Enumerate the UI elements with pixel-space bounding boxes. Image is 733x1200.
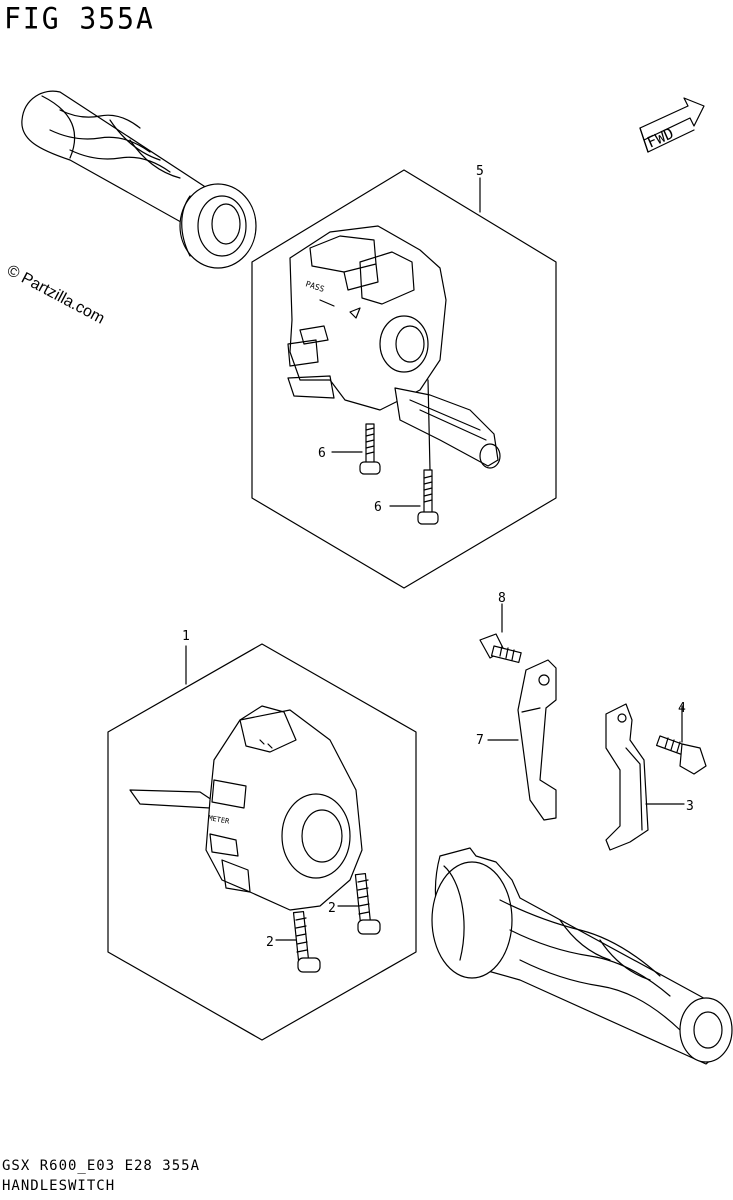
right-grip (431, 847, 733, 1065)
callout-2b: 2 (328, 901, 336, 916)
callout-4: 4 (678, 701, 686, 716)
screw-6b (389, 469, 439, 525)
callout-2a: 2 (266, 935, 274, 950)
callout-5: 5 (476, 164, 484, 179)
left-handle-switch: METER (129, 705, 363, 911)
screw-6a (331, 423, 381, 475)
bolt-4 (655, 705, 707, 775)
callout-6b: 6 (374, 500, 382, 515)
bracket-7 (487, 659, 557, 821)
figure-title: FIG 355A (4, 1, 155, 36)
assembly-box-5 (251, 169, 557, 589)
footer-title: HANDLESWITCH (2, 1178, 116, 1194)
bolt-8 (479, 603, 522, 664)
callout-6a: 6 (318, 446, 326, 461)
bracket-3 (605, 703, 685, 851)
assembly-box-1 (107, 643, 417, 1041)
right-handle-switch: PASS (287, 225, 501, 471)
footer-code: GSX R600_E03 E28 355A (2, 1158, 201, 1174)
callout-8: 8 (498, 591, 506, 606)
callout-1: 1 (182, 629, 190, 644)
screw-2b (337, 873, 381, 935)
callout-7: 7 (476, 733, 484, 748)
callout-3: 3 (686, 799, 694, 814)
fwd-arrow-icon: FWD (639, 97, 705, 153)
left-grip (21, 90, 257, 269)
meter-label: METER (208, 814, 231, 826)
screw-2a (275, 911, 321, 973)
